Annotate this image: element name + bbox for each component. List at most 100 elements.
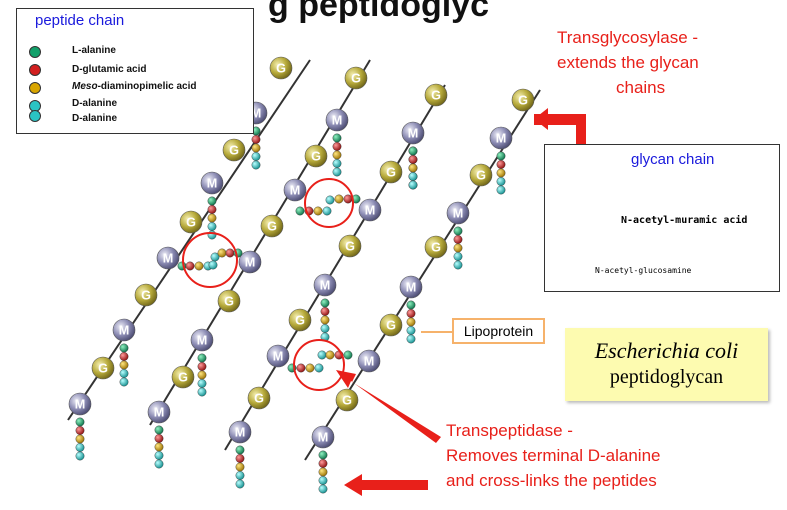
murnac-sugar xyxy=(238,250,262,274)
glcnac-sugar xyxy=(379,160,403,184)
glcnac-sugar xyxy=(134,283,158,307)
peptide-bead xyxy=(194,261,204,271)
legend-swatch-l-alanine xyxy=(29,46,41,58)
peptide-bead xyxy=(322,206,332,216)
peptide-bead xyxy=(317,350,327,360)
sugar-letter: M xyxy=(453,207,464,221)
sugar-letter: M xyxy=(408,127,419,141)
peptide-bead xyxy=(305,363,315,373)
peptide-bead xyxy=(235,479,245,489)
legend-swatch-d-glutamic-acid xyxy=(29,64,41,76)
peptide-bead xyxy=(217,248,227,258)
glycan-chain-box: glycan chain N-acetyl-muramic acid N-ace… xyxy=(544,144,780,292)
peptide-bead xyxy=(197,379,207,388)
murnac-sugar xyxy=(446,201,470,225)
peptide-bead xyxy=(197,362,207,371)
peptide-bead xyxy=(406,317,416,327)
sugar-letter: G xyxy=(229,144,239,158)
transglycosylase-line1: Transglycosylase - xyxy=(557,28,699,47)
glcnac-sugar xyxy=(260,214,284,238)
peptide-bead xyxy=(332,150,342,160)
sugar-letter: M xyxy=(406,281,417,295)
peptide-stems xyxy=(75,126,506,494)
peptide-bead xyxy=(207,196,217,206)
peptide-bead xyxy=(343,350,353,360)
transglycosylase-arrow-head xyxy=(534,108,548,130)
glcnac-sugar xyxy=(469,163,493,187)
peptide-bead xyxy=(207,205,217,214)
peptide-bead xyxy=(295,206,305,216)
murnac-sugar xyxy=(357,349,381,373)
sugar-letter: M xyxy=(163,252,174,266)
crosslink-highlight-circle xyxy=(304,178,354,228)
sugar-letter: G xyxy=(431,89,441,103)
legend-swatch-dap xyxy=(29,82,41,94)
glcnac-sugar xyxy=(424,235,448,259)
peptide-crosslinks xyxy=(177,178,361,391)
peptide-bead xyxy=(314,363,324,373)
murnac-sugar xyxy=(190,328,214,352)
glcnac-sugar xyxy=(335,388,359,412)
peptide-bead xyxy=(453,226,463,236)
glcnac-sugar xyxy=(179,210,203,234)
peptide-bead xyxy=(197,387,207,397)
glcnac-sugar xyxy=(338,234,362,258)
title-fragment: g peptidoglyc xyxy=(268,0,489,24)
peptide-bead xyxy=(154,442,164,452)
peptide-bead xyxy=(406,300,416,310)
peptide-bead xyxy=(208,260,218,270)
murnac-sugar xyxy=(283,178,307,202)
glcnac-sugar xyxy=(424,83,448,107)
peptide-bead xyxy=(119,369,129,378)
sugar-letter: G xyxy=(311,150,321,164)
peptide-bead xyxy=(453,243,463,253)
sugar-letter: G xyxy=(186,216,196,230)
peptide-bead xyxy=(75,417,85,427)
peptide-bead xyxy=(251,135,261,144)
sugar-letter: G xyxy=(345,240,355,254)
transglycosylase-arrow-bar xyxy=(534,114,586,125)
sugar-letter: M xyxy=(365,204,376,218)
peptide-bead xyxy=(75,434,85,444)
sugar-letter: G xyxy=(476,169,486,183)
sugar-letter: M xyxy=(119,324,130,338)
legend-label-d-glutamic-acid: D-glutamic acid xyxy=(72,64,147,75)
peptide-bead xyxy=(197,353,207,363)
crosslink-highlight-circle xyxy=(293,339,345,391)
sugar-letter: G xyxy=(276,62,286,76)
murnac-sugar xyxy=(112,318,136,342)
peptide-bead xyxy=(406,309,416,318)
glcnac-sugar xyxy=(511,88,535,112)
sugar-letter: G xyxy=(386,319,396,333)
transpeptidase-line3: and cross-links the peptides xyxy=(446,471,657,490)
legend-label-d-alanine-2: D-alanine xyxy=(72,113,118,124)
murnac-sugar xyxy=(156,246,180,270)
lipoprotein-label: Lipoprotein xyxy=(452,318,545,344)
sugar-letter: G xyxy=(431,241,441,255)
glcnac-sugar xyxy=(171,365,195,389)
peptide-bead xyxy=(408,155,418,164)
peptide-bead xyxy=(320,298,330,308)
crosslink-highlight-circle xyxy=(182,232,238,288)
sugar-letter: M xyxy=(332,114,343,128)
peptide-bead xyxy=(325,350,335,360)
peptide-bead xyxy=(251,152,261,161)
sugar-letter: M xyxy=(235,426,246,440)
peptide-bead xyxy=(496,151,506,161)
sugar-letter: M xyxy=(154,406,165,420)
glcnac-sugar xyxy=(304,144,328,168)
peptide-bead xyxy=(408,146,418,156)
peptide-bead xyxy=(119,360,129,370)
sugar-letter: M xyxy=(320,279,331,293)
peptide-bead xyxy=(496,177,506,186)
peptide-bead xyxy=(313,206,323,216)
peptide-bead xyxy=(318,476,328,485)
peptide-bead xyxy=(408,163,418,173)
peptide-bead xyxy=(453,260,463,270)
murnac-sugar xyxy=(399,275,423,299)
peptide-bead xyxy=(496,185,506,195)
peptide-bead xyxy=(207,213,217,223)
peptide-bead xyxy=(185,261,195,271)
legend-label-l-alanine: L-alanine xyxy=(72,45,116,56)
glcnac-sugar xyxy=(269,56,293,80)
